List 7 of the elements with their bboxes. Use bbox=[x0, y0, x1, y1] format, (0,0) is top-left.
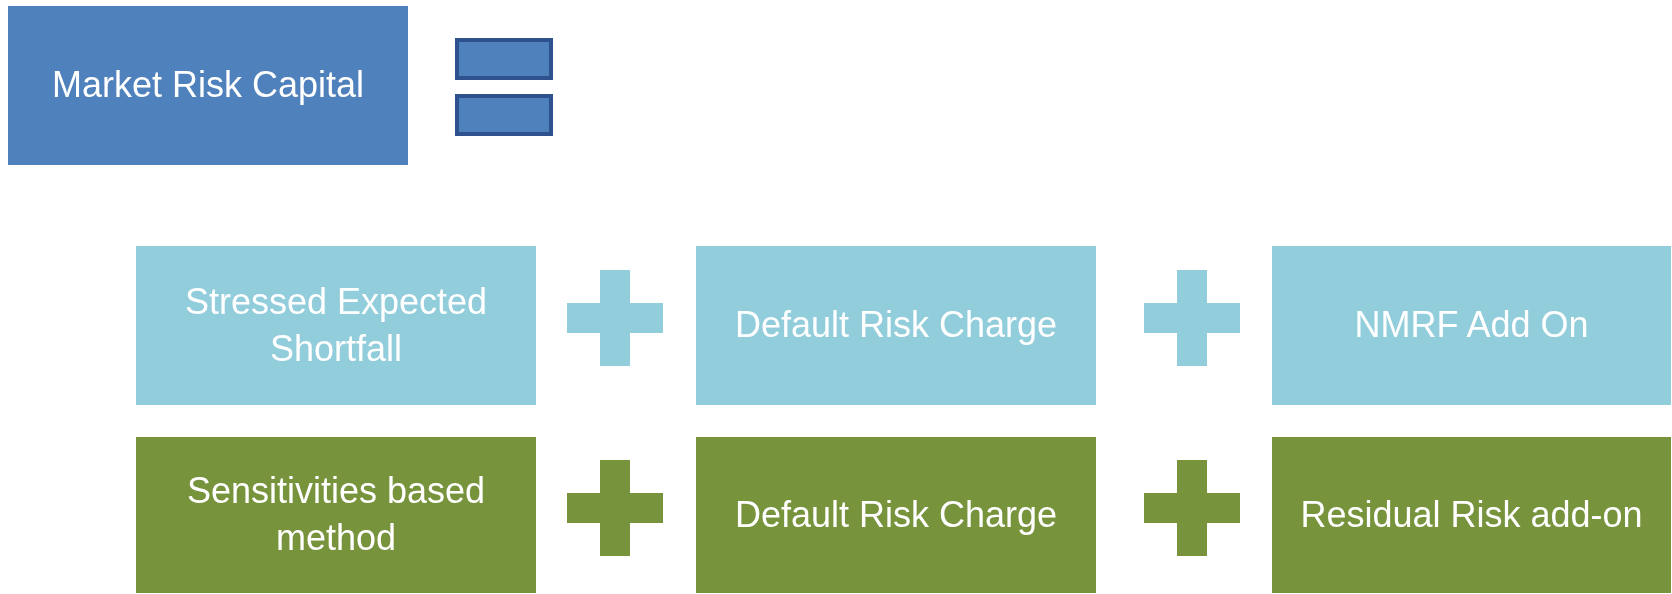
process-box: Default Risk Charge bbox=[696, 246, 1096, 405]
process-box: Market Risk Capital bbox=[8, 6, 408, 165]
process-box: NMRF Add On bbox=[1272, 246, 1671, 405]
process-box: Residual Risk add-on bbox=[1272, 437, 1671, 593]
process-box: Default Risk Charge bbox=[696, 437, 1096, 593]
process-box: Stressed Expected Shortfall bbox=[136, 246, 536, 405]
process-box: Sensitivities based method bbox=[136, 437, 536, 593]
